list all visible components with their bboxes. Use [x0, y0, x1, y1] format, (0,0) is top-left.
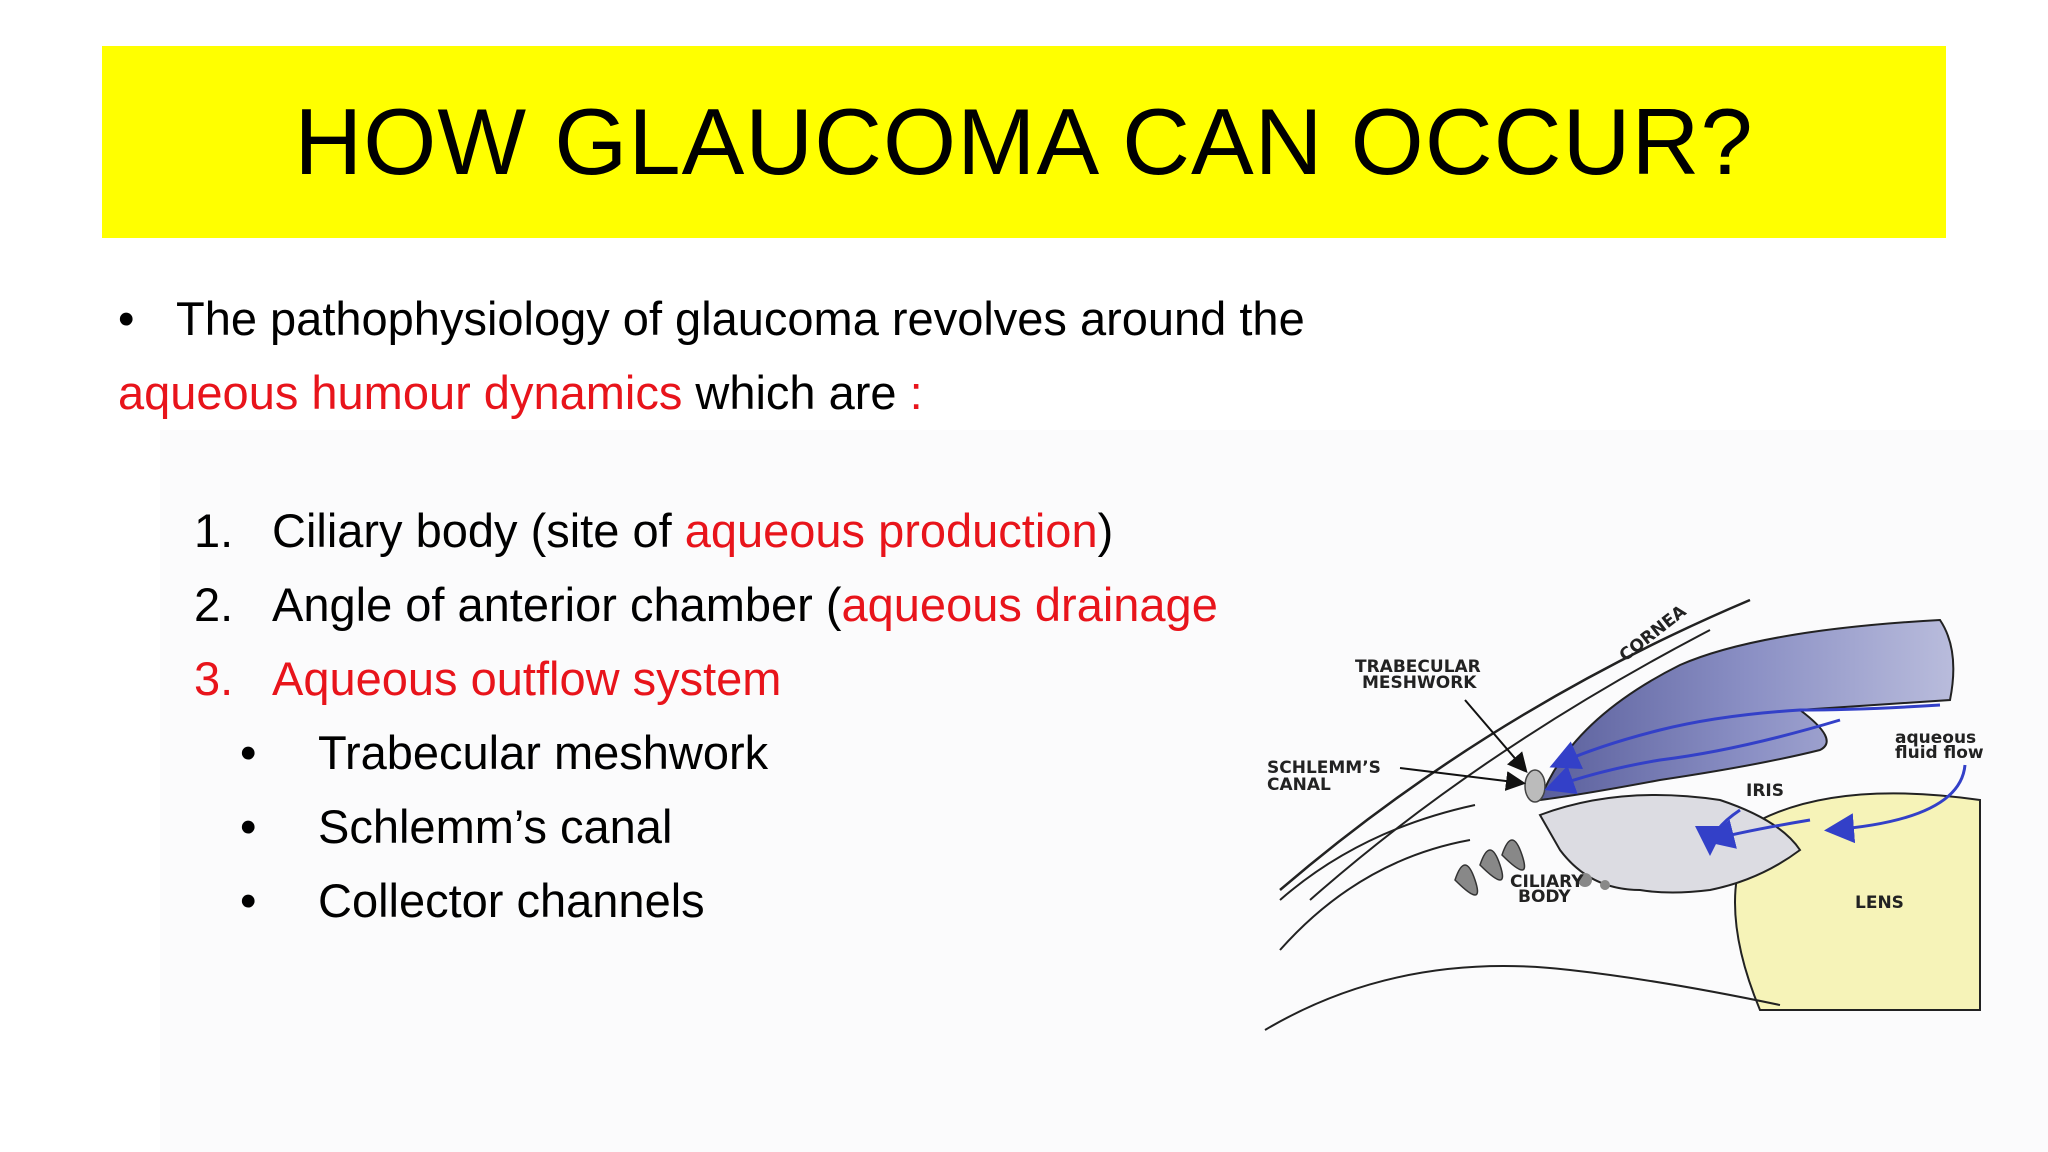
sub-list-item: • Trabecular meshwork	[194, 716, 1234, 790]
sub-list-item: • Schlemm’s canal	[194, 790, 1234, 864]
sub-list-text: Collector channels	[318, 874, 705, 927]
label-lens: LENS	[1855, 893, 1904, 913]
cornea-outer-line	[1279, 598, 1751, 891]
flow-arrow	[1544, 718, 1841, 794]
iris-shape	[1538, 618, 1955, 802]
label-meshwork: MESHWORK	[1362, 673, 1477, 693]
list-highlight: aqueous drainage	[841, 578, 1218, 631]
label-trabecular: TRABECULAR	[1355, 657, 1481, 677]
sclera-lower-line	[1264, 965, 1781, 1031]
intro-text-2: which are	[682, 366, 910, 419]
label-fluid-flow: fluid flow	[1895, 743, 1984, 763]
list-item: 3. Aqueous outflow system	[194, 642, 1234, 716]
label-iris: IRIS	[1746, 781, 1784, 801]
eye-diagram-svg: TRABECULAR MESHWORK SCHLEMM’S CANAL CORN…	[1264, 598, 1984, 1031]
sub-list-text: Trabecular meshwork	[318, 726, 769, 779]
ciliary-process	[1454, 839, 1526, 896]
label-cornea: CORNEA	[1616, 601, 1691, 666]
numbered-list: 1. Ciliary body (site of aqueous producti…	[194, 494, 1234, 938]
intro-highlight: aqueous humour dynamics	[118, 366, 683, 419]
ciliary-body-shape	[1538, 794, 1802, 894]
list-close: )	[1097, 504, 1114, 557]
list-text: Angle of anterior chamber (	[272, 578, 842, 631]
flow-arrow	[1549, 703, 1941, 769]
eye-anatomy-diagram: TRABECULAR MESHWORK SCHLEMM’S CANAL CORN…	[1240, 590, 2000, 1060]
sub-list-item: • Collector channels	[194, 864, 1234, 938]
list-marker: 1.	[194, 504, 234, 557]
flow-arrow	[1824, 764, 1967, 844]
label-canal: CANAL	[1267, 775, 1331, 795]
sub-list-text: Schlemm’s canal	[318, 800, 673, 853]
label-schlemm: SCHLEMM’S	[1267, 758, 1381, 778]
schlemm-canal-shape	[1524, 769, 1546, 803]
flow-arrow	[1704, 818, 1811, 849]
choroid-line	[1279, 839, 1471, 951]
sclera-line	[1279, 804, 1476, 901]
list-text: Ciliary body (site of	[272, 504, 685, 557]
list-item: 2. Angle of anterior chamber (aqueous dra…	[194, 568, 1234, 642]
cornea-inner-line	[1309, 629, 1711, 901]
pointer-arrow	[1399, 767, 1526, 791]
pointer-arrow	[1464, 699, 1528, 774]
list-item: 1. Ciliary body (site of aqueous producti…	[194, 494, 1234, 568]
slide-title: HOW GLAUCOMA CAN OCCUR?	[294, 89, 1754, 194]
list-highlight: aqueous production	[684, 504, 1098, 557]
label-body: BODY	[1518, 887, 1571, 907]
list-marker: 2.	[194, 578, 234, 631]
list-text: Aqueous outflow system	[272, 652, 782, 705]
label-aqueous: aqueous	[1895, 728, 1976, 748]
content-background	[160, 430, 2048, 1152]
label-ciliary: CILIARY	[1510, 872, 1584, 892]
bullet-icon: •	[240, 874, 257, 927]
intro-colon: :	[909, 366, 923, 419]
bullet-icon: •	[240, 726, 257, 779]
bullet-icon: •	[240, 800, 257, 853]
intro-paragraph: • The pathophysiology of glaucoma revolve…	[118, 282, 1418, 430]
intro-text-1: The pathophysiology of glaucoma revolves…	[176, 292, 1305, 345]
title-banner: HOW GLAUCOMA CAN OCCUR?	[102, 46, 1946, 238]
bullet-icon: •	[118, 292, 135, 345]
list-marker: 3.	[194, 652, 234, 705]
